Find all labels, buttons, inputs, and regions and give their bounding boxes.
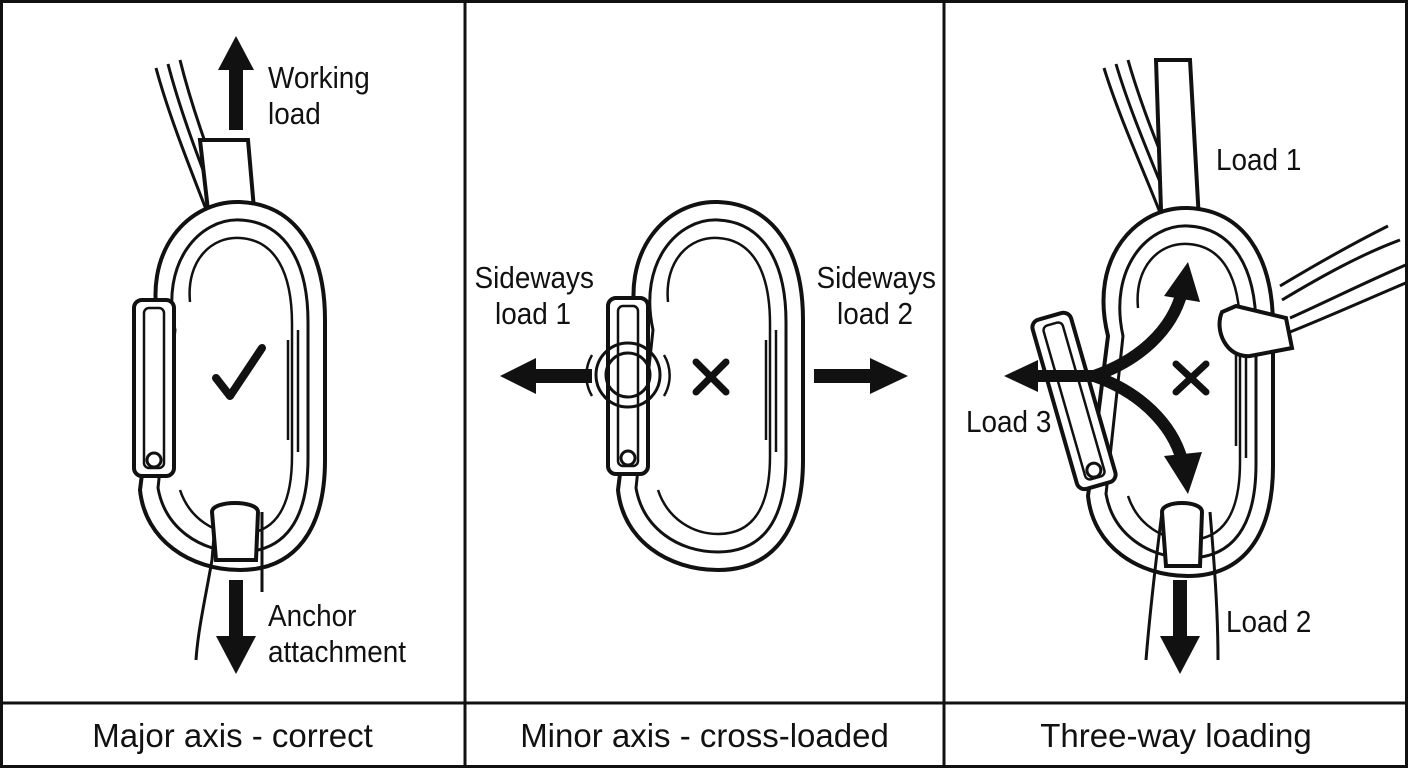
x-mark-icon	[692, 358, 730, 396]
arrow-icon	[1164, 452, 1202, 494]
label-load-2: Load 2	[1226, 604, 1312, 639]
check-icon	[212, 344, 266, 400]
arrow-icon	[1160, 636, 1200, 674]
label-load-3: Load 3	[966, 404, 1052, 439]
arrow-icon	[1164, 262, 1200, 302]
arrow-icon	[216, 636, 256, 674]
arrow-icon	[1091, 290, 1188, 382]
caption-minor-axis: Minor axis - cross-loaded	[520, 717, 889, 754]
label-anchor-attachment: Anchor attachment	[268, 598, 407, 669]
arrow-icon	[1091, 370, 1188, 462]
arrow-icon	[500, 358, 536, 394]
caption-three-way: Three-way loading	[1040, 717, 1312, 754]
label-sideways-load-1: Sideways load 1	[474, 260, 594, 331]
panel-minor-axis	[500, 199, 908, 573]
panel-major-axis	[132, 36, 327, 674]
arrow-icon	[870, 358, 908, 394]
sling-icon	[194, 501, 264, 661]
sling-icon	[1144, 501, 1220, 661]
sling-icon	[1217, 224, 1408, 359]
arrow-icon	[1004, 360, 1038, 392]
label-working-load: Working load	[268, 60, 370, 131]
x-mark-icon	[1172, 360, 1210, 396]
arrow-icon	[218, 36, 254, 70]
panel-three-way	[1004, 58, 1408, 674]
label-sideways-load-2: Sideways load 2	[816, 260, 936, 331]
caption-major-axis: Major axis - correct	[92, 717, 373, 754]
label-load-1: Load 1	[1216, 142, 1302, 177]
